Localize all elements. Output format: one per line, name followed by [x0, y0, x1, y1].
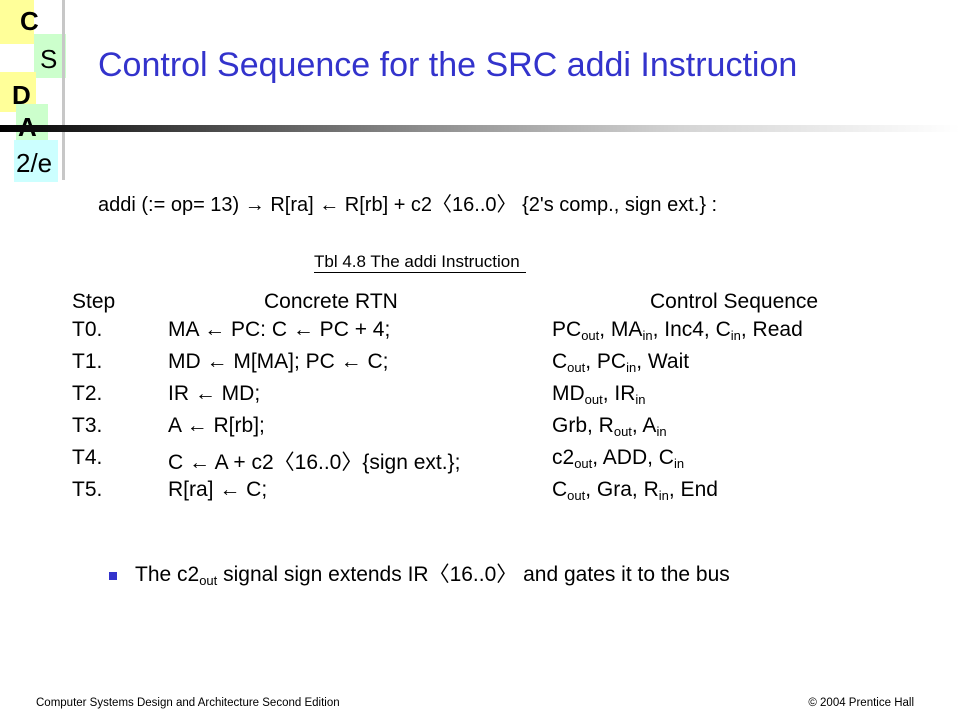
header-control-sequence: Control Sequence — [650, 290, 819, 313]
slide-title: Control Sequence for the SRC addi Instru… — [98, 46, 798, 84]
row-concrete-rtn: A ← R[rb]; — [168, 414, 265, 437]
control-signal-text: MD — [552, 382, 585, 405]
logo-letter-c: C — [20, 6, 39, 36]
control-signal-subscript: in — [658, 488, 669, 503]
control-signal-text: , A — [631, 414, 657, 437]
control-signal-subscript: in — [635, 392, 646, 407]
control-signal-text: , Wait — [636, 350, 690, 373]
control-signal-text: C — [552, 478, 568, 501]
rtn-range: 16..0 — [452, 194, 497, 216]
control-signal-text: C — [552, 350, 568, 373]
row-control-sequence: Cout, PCin, Wait — [552, 350, 689, 374]
table-caption: Tbl 4.8 The addi Instruction — [314, 252, 526, 273]
control-signal-subscript: out — [567, 488, 586, 503]
row-concrete-rtn: MD ← M[MA]; PC ← C; — [168, 350, 389, 373]
row-concrete-rtn: MA ← PC: C ← PC + 4; — [168, 318, 391, 341]
note-sub: out — [199, 573, 218, 588]
control-signal-text: , IR — [602, 382, 636, 405]
control-signal-text: , Gra, R — [585, 478, 659, 501]
footer-book-title: Computer Systems Design and Architecture… — [36, 697, 340, 709]
control-signal-text: Grb, R — [552, 414, 614, 437]
logo-block-2e — [14, 140, 58, 182]
header-concrete-rtn: Concrete RTN — [264, 290, 398, 313]
row-step: T4. — [72, 446, 103, 469]
logo-letter-d: D — [12, 80, 31, 110]
control-signal-text: PC — [552, 318, 582, 341]
header-step: Step — [72, 290, 116, 313]
left-arrow-symbol: ← — [319, 194, 340, 216]
footer-copyright: © 2004 Prentice Hall — [808, 697, 914, 709]
range-open-symbol: 〈 — [432, 194, 453, 216]
range-close-symbol: 〉 — [496, 194, 517, 216]
control-signal-subscript: in — [730, 328, 741, 343]
logo-block-c — [0, 0, 34, 44]
control-signal-text: c2 — [552, 446, 575, 469]
control-signal-subscript: in — [656, 424, 667, 439]
row-concrete-rtn: IR ← MD; — [168, 382, 261, 405]
control-signal-text: , ADD, C — [592, 446, 674, 469]
row-control-sequence: Grb, Rout, Ain — [552, 414, 667, 438]
row-control-sequence: PCout, MAin, Inc4, Cin, Read — [552, 318, 803, 342]
addi-rtn-definition: addi (:= op= 13) → R[ra] ← R[rb] + c2〈16… — [98, 188, 717, 217]
control-signal-subscript: in — [673, 456, 685, 471]
row-step: T3. — [72, 414, 103, 437]
control-signal-subscript: out — [581, 328, 600, 343]
row-control-sequence: Cout, Gra, Rin, End — [552, 478, 718, 502]
note-post: signal sign extends IR〈16..0〉 and gates … — [217, 563, 730, 586]
control-signal-subscript: out — [567, 360, 586, 375]
row-step: T1. — [72, 350, 103, 373]
logo-block-s — [34, 34, 66, 78]
control-signal-subscript: out — [584, 392, 603, 407]
right-arrow-symbol: → — [244, 194, 265, 216]
rtn-head: addi (:= op= 13) — [98, 194, 245, 216]
rtn-src: R[rb] + c2 — [339, 194, 433, 216]
control-signal-subscript: out — [613, 424, 632, 439]
row-step: T5. — [72, 478, 103, 501]
control-signal-text: , MA — [599, 318, 643, 341]
note-pre: The c2 — [135, 563, 200, 586]
control-signal-text: , End — [668, 478, 718, 501]
logo-letter-s: S — [40, 44, 58, 74]
row-control-sequence: c2out, ADD, Cin — [552, 446, 684, 470]
row-concrete-rtn: R[ra] ← C; — [168, 478, 268, 501]
rtn-tail: {2's comp., sign ext.} : — [516, 194, 718, 216]
control-signal-subscript: in — [626, 360, 637, 375]
row-control-sequence: MDout, IRin — [552, 382, 646, 406]
row-step: T0. — [72, 318, 103, 341]
control-signal-text: , Inc4, C — [652, 318, 731, 341]
rtn-dest: R[ra] — [264, 194, 320, 216]
control-signal-text: , PC — [585, 350, 627, 373]
logo-letter-2e: 2/e — [16, 148, 53, 178]
control-signal-text: , Read — [740, 318, 803, 341]
logo-divider-vertical — [62, 0, 65, 180]
control-signal-subscript: in — [642, 328, 653, 343]
title-rule — [0, 125, 960, 132]
c2out-note: The c2out signal sign extends IR〈16..0〉 … — [135, 561, 835, 588]
row-step: T2. — [72, 382, 103, 405]
row-concrete-rtn: C ← A + c2〈16..0〉{sign ext.}; — [168, 451, 461, 474]
control-signal-subscript: out — [574, 456, 593, 471]
bullet-icon — [109, 572, 117, 580]
